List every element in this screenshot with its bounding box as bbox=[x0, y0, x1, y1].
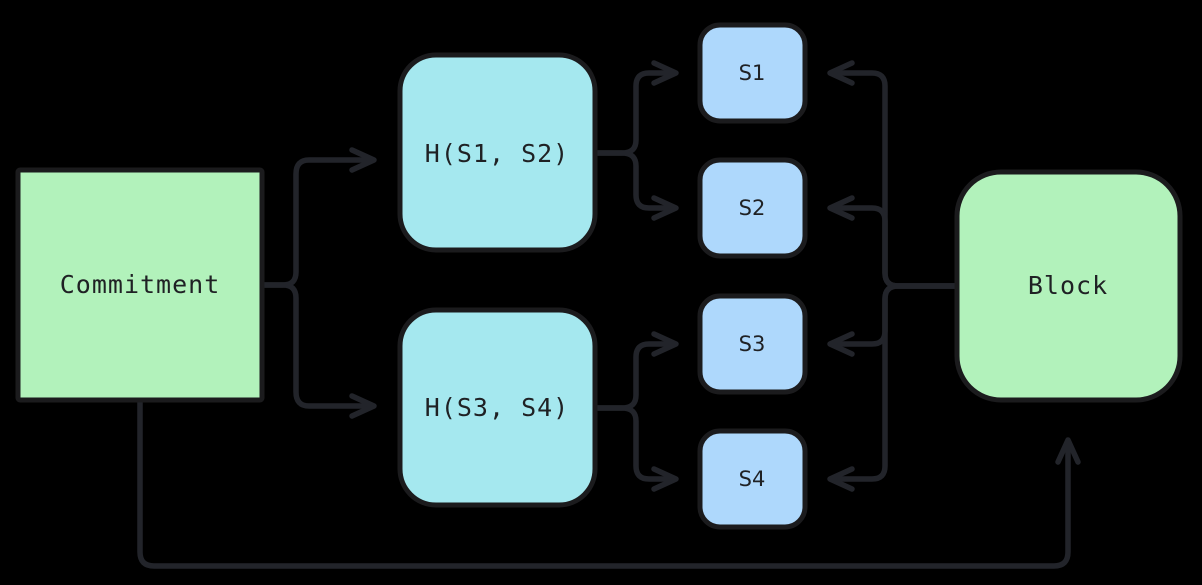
s4-label: S4 bbox=[739, 467, 766, 491]
edge-block-to-s3 bbox=[827, 283, 960, 357]
node-layer: Commitment H(S1, S2) H(S3, S4) S1 S2 S3 bbox=[15, 22, 1183, 530]
edge-block-to-s1 bbox=[827, 60, 960, 289]
edge-h34-to-s3 bbox=[592, 331, 679, 411]
edge-h34-to-s4 bbox=[592, 405, 679, 492]
s3-box[interactable] bbox=[697, 293, 808, 395]
node-block[interactable]: Block bbox=[954, 169, 1183, 403]
edge-h12-to-s1 bbox=[592, 60, 679, 156]
edge-block-to-s2 bbox=[827, 195, 960, 289]
s4-box[interactable] bbox=[697, 428, 808, 530]
node-h34[interactable]: H(S3, S4) bbox=[397, 307, 598, 508]
node-s3[interactable]: S3 bbox=[697, 293, 808, 395]
h12-label: H(S1, S2) bbox=[425, 139, 569, 168]
node-s1[interactable]: S1 bbox=[697, 22, 808, 124]
commitment-box[interactable] bbox=[15, 167, 265, 403]
node-s4[interactable]: S4 bbox=[697, 428, 808, 530]
block-label: Block bbox=[1028, 271, 1108, 300]
s1-box[interactable] bbox=[697, 22, 808, 124]
edge-h12-to-s2 bbox=[592, 150, 679, 221]
h12-box[interactable] bbox=[397, 52, 598, 253]
s2-label: S2 bbox=[739, 196, 766, 220]
edge-commitment-to-h12 bbox=[259, 147, 377, 288]
node-h12[interactable]: H(S1, S2) bbox=[397, 52, 598, 253]
s1-label: S1 bbox=[739, 61, 766, 85]
h34-label: H(S3, S4) bbox=[425, 393, 569, 422]
edge-commitment-to-block bbox=[137, 397, 1081, 569]
commitment-label: Commitment bbox=[60, 270, 221, 299]
edge-block-to-s4 bbox=[827, 283, 960, 492]
node-s2[interactable]: S2 bbox=[697, 157, 808, 259]
s3-label: S3 bbox=[739, 332, 766, 356]
s2-box[interactable] bbox=[697, 157, 808, 259]
block-box[interactable] bbox=[954, 169, 1183, 403]
edge-layer bbox=[137, 60, 1081, 569]
h34-box[interactable] bbox=[397, 307, 598, 508]
node-commitment[interactable]: Commitment bbox=[15, 167, 265, 403]
edge-commitment-to-h34 bbox=[259, 282, 377, 419]
